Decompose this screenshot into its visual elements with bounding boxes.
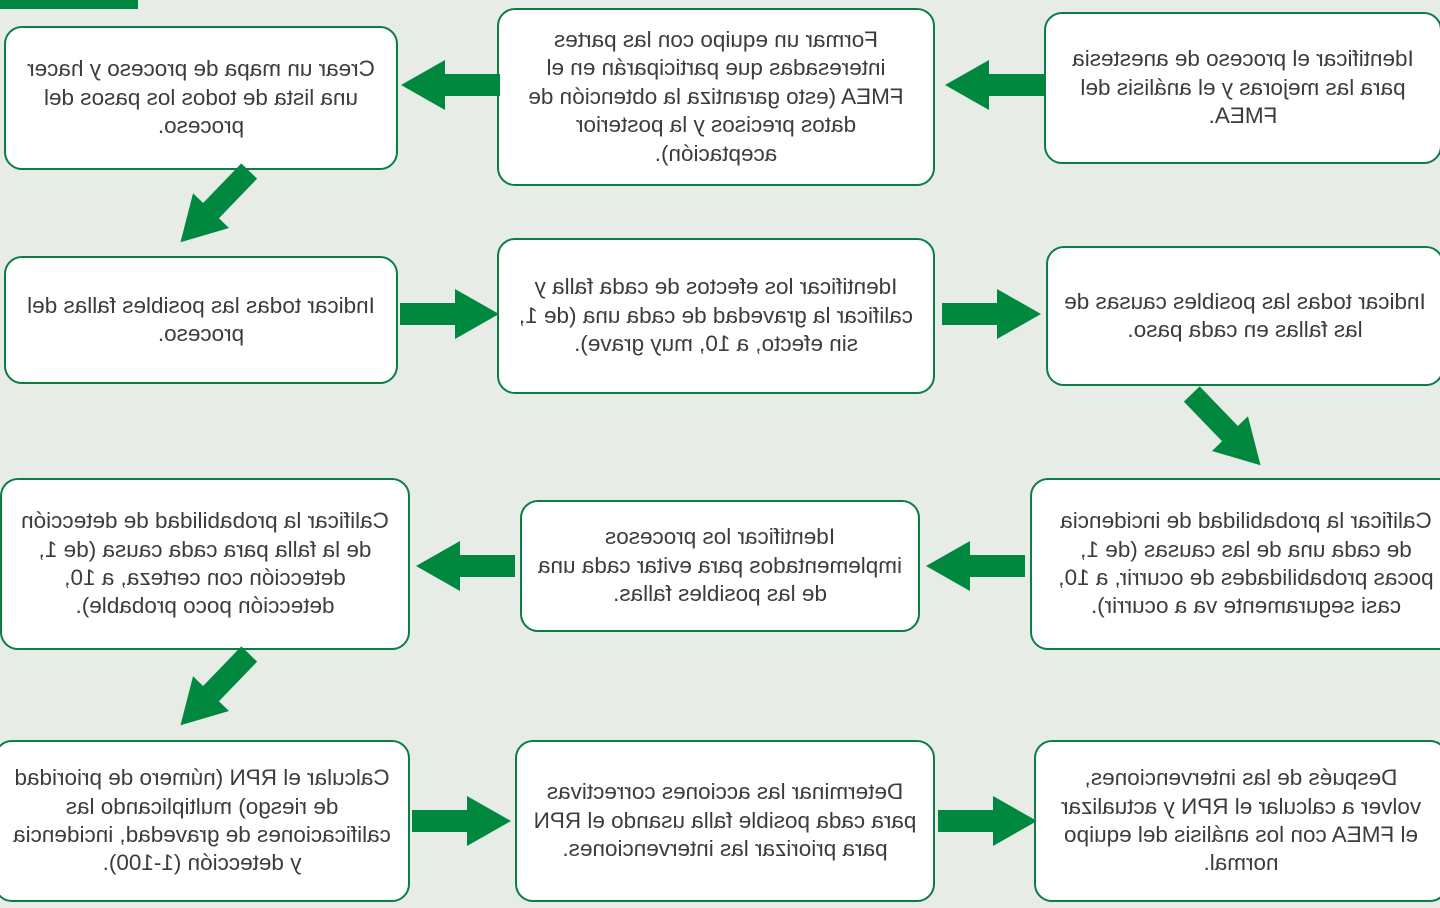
- arrow-left-icon: [942, 288, 1042, 340]
- decorative-strip: [0, 0, 138, 9]
- flow-step-identify-controls: Identificar los procesos implementados p…: [520, 500, 920, 632]
- flow-step-corrective-actions: Determinar las acciones correctivas para…: [515, 740, 935, 902]
- flow-step-identify-process: Identificar el proceso de anestesia para…: [1044, 12, 1440, 164]
- flow-step-text: Indicar todas las posibles fallas del pr…: [27, 292, 375, 346]
- flow-step-identify-effects: Identificar los efectos de cada falla y …: [497, 238, 935, 394]
- arrow-down-left-icon: [1171, 374, 1281, 486]
- flow-step-text: Indicar todas las posibles causas de las…: [1064, 288, 1426, 342]
- flow-step-text: Después de las intervenciones, volver a …: [1060, 765, 1422, 876]
- arrow-right-icon: [944, 59, 1044, 111]
- flow-step-create-map: Crear un mapa de proceso y hacer una lis…: [4, 26, 398, 170]
- arrow-right-icon: [925, 540, 1025, 592]
- arrow-down-right-icon: [159, 634, 269, 746]
- flow-step-calculate-rpn: Calcular el RPN (número de prioridad de …: [0, 740, 410, 902]
- flow-step-text: Calcular el RPN (número de prioridad de …: [13, 765, 391, 876]
- arrow-down-right-icon: [159, 151, 269, 263]
- flow-step-list-failures: Indicar todas las posibles fallas del pr…: [4, 256, 398, 384]
- flow-step-text: Determinar las acciones correctivas para…: [533, 779, 917, 862]
- arrow-left-icon: [412, 795, 512, 847]
- arrow-left-icon: [938, 795, 1038, 847]
- flow-step-text: Calificar la probabilidad de detección d…: [21, 508, 389, 619]
- flow-step-form-team: Formar un equipo con las partes interesa…: [497, 8, 935, 186]
- flow-step-text: Formar un equipo con las partes interesa…: [528, 27, 904, 166]
- flow-step-list-causes: Indicar todas las posibles causas de las…: [1046, 246, 1440, 386]
- arrow-left-icon: [400, 288, 500, 340]
- flow-step-text: Calificar la probabilidad de incidencia …: [1058, 508, 1434, 619]
- flow-step-text: Identificar los procesos implementados p…: [538, 524, 902, 607]
- arrow-right-icon: [415, 540, 515, 592]
- flow-step-text: Identificar los efectos de cada falla y …: [519, 274, 914, 357]
- flow-step-recalculate-update: Después de las intervenciones, volver a …: [1034, 740, 1440, 902]
- arrow-right-icon: [400, 59, 500, 111]
- flow-step-text: Crear un mapa de proceso y hacer una lis…: [27, 56, 375, 139]
- flow-step-text: Identificar el proceso de anestesia para…: [1072, 46, 1414, 129]
- flow-step-rate-detection: Calificar la probabilidad de detección d…: [0, 478, 410, 650]
- flow-step-rate-occurrence: Calificar la probabilidad de incidencia …: [1030, 478, 1440, 650]
